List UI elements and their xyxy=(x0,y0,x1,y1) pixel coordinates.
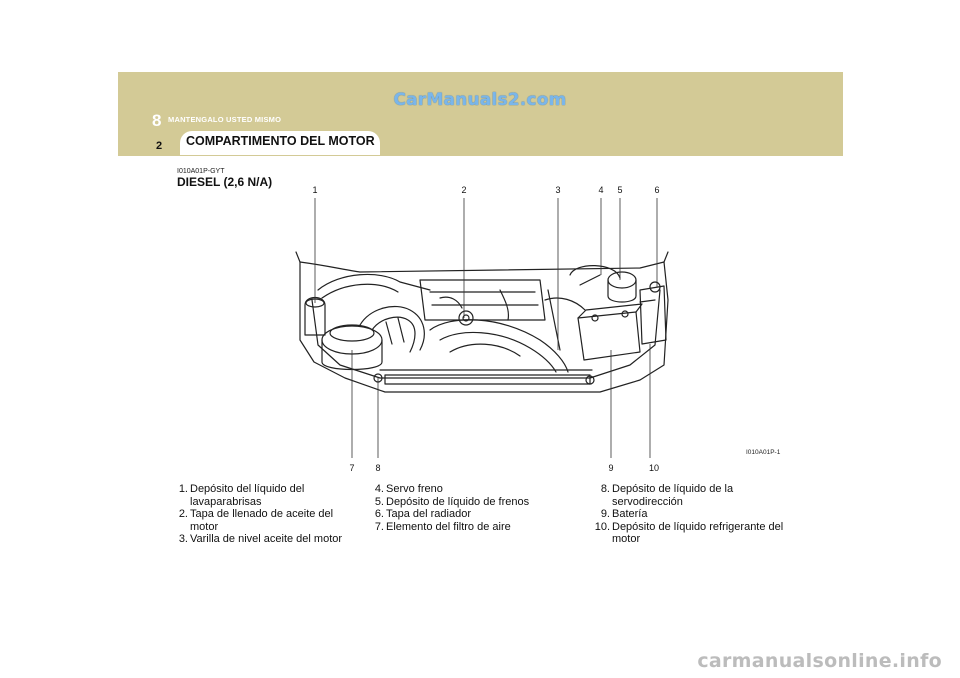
chapter-number: 8 xyxy=(152,111,162,130)
legend-text: Tapa del radiador xyxy=(386,508,472,520)
legend-item: 5.Depósito de líquido de frenos xyxy=(368,496,568,509)
legend-item: 8.Depósito de líquido de la servodirecci… xyxy=(594,483,790,508)
legend-number: 9. xyxy=(600,508,610,520)
legend-number: 4. xyxy=(374,483,384,495)
figure-subtitle: DIESEL (2,6 N/A) xyxy=(177,175,273,189)
legend-item: 2.Tapa de llenado de aceite del motor xyxy=(172,508,362,533)
legend-number: 1. xyxy=(178,483,188,495)
legend-number: 3. xyxy=(178,533,188,545)
legend-item: 10.Depósito de líquido refrigerante del … xyxy=(594,521,790,546)
legend-item: 3.Varilla de nivel aceite del motor xyxy=(172,533,362,546)
section-tab xyxy=(180,131,380,155)
legend-text: Depósito de líquido de frenos xyxy=(386,495,530,508)
figure-code: I010A01P-GYT xyxy=(177,168,225,175)
callout-6: 6 xyxy=(654,185,660,195)
image-code: I010A01P-1 xyxy=(746,449,781,456)
legend-column-3: 8.Depósito de líquido de la servodirecci… xyxy=(594,483,790,546)
legend-text: Elemento del filtro de aire xyxy=(386,520,511,533)
legend-item: 6.Tapa del radiador xyxy=(368,508,568,521)
legend-column-2: 4.Servo freno 5.Depósito de líquido de f… xyxy=(368,483,568,533)
legend-text: Varilla de nivel aceite del motor xyxy=(190,533,343,545)
legend-item: 4.Servo freno xyxy=(368,483,568,496)
legend-number: 10. xyxy=(594,520,610,533)
callout-3: 3 xyxy=(555,185,561,195)
callout-1: 1 xyxy=(312,185,318,195)
legend-column-1: 1.Depósito del líquido del lavaparabrisa… xyxy=(172,483,362,546)
legend-text: Depósito de líquido refrigerante del mot… xyxy=(612,520,784,546)
callout-7: 7 xyxy=(349,463,355,473)
legend-number: 7. xyxy=(374,520,384,533)
legend-number: 6. xyxy=(374,508,384,520)
legend-number: 5. xyxy=(374,495,384,508)
legend-text: Servo freno xyxy=(386,483,443,495)
section-title: COMPARTIMENTO DEL MOTOR xyxy=(186,134,375,148)
legend-item: 1.Depósito del líquido del lavaparabrisa… xyxy=(172,483,362,508)
legend-item: 7.Elemento del filtro de aire xyxy=(368,521,568,534)
callout-2: 2 xyxy=(461,185,467,195)
legend-item: 9.Batería xyxy=(594,508,790,521)
page-number: 2 xyxy=(156,140,163,152)
callout-9: 9 xyxy=(608,463,614,473)
callout-4: 4 xyxy=(598,185,604,195)
legend-number: 2. xyxy=(178,508,188,520)
callout-8: 8 xyxy=(375,463,381,473)
chapter-title: MANTENGALO USTED MISMO xyxy=(168,115,282,124)
legend-number: 8. xyxy=(600,483,610,495)
legend-text: Tapa de llenado de aceite del motor xyxy=(190,508,334,533)
legend-text: Batería xyxy=(612,508,648,520)
legend-text: Depósito del líquido del lavaparabrisas xyxy=(190,483,305,508)
legend-text: Depósito de líquido de la servodirección xyxy=(612,483,734,508)
callout-5: 5 xyxy=(617,185,623,195)
watermark-bottom[interactable]: carmanualsonline.info xyxy=(697,650,942,672)
watermark-top[interactable]: CarManuals2.com xyxy=(393,90,567,110)
callout-10: 10 xyxy=(648,463,659,473)
